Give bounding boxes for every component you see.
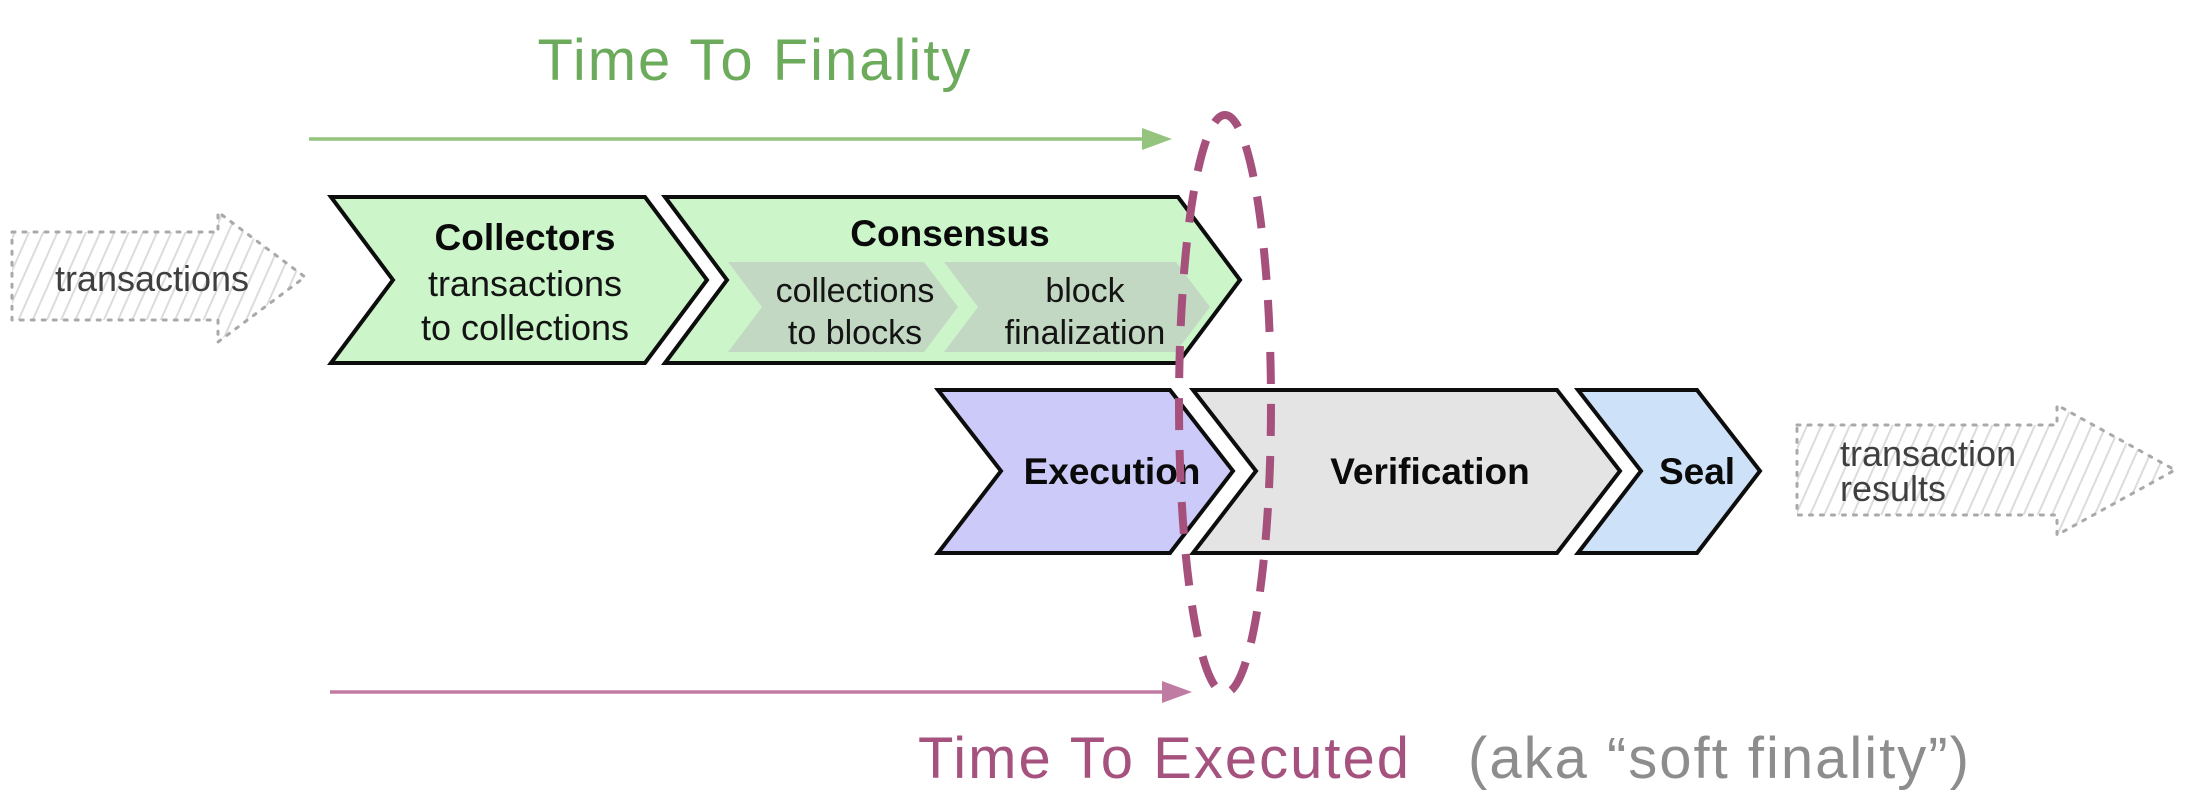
seal-stage: Seal — [1573, 388, 1763, 555]
time-to-finality-arrow — [309, 128, 1172, 150]
consensus-stage: Consensus collections to blocks block fi… — [661, 195, 1243, 365]
verification-title: Verification — [1330, 451, 1529, 492]
time-to-finality-title: Time To Finality — [538, 28, 973, 93]
block-finalization-chevron — [944, 262, 1210, 352]
collections-to-blocks-line1: collections — [776, 272, 935, 310]
green-arrow-head-icon — [1142, 128, 1172, 150]
consensus-title: Consensus — [850, 213, 1049, 254]
collectors-line2: to collections — [421, 307, 629, 348]
sketch-arrow-right-icon — [10, 210, 307, 344]
soft-finality-boundary-ellipse — [1175, 111, 1275, 697]
collectors-line1: transactions — [428, 263, 622, 304]
transaction-results-line2: results — [1840, 468, 1946, 509]
time-to-executed-arrow — [330, 681, 1192, 703]
consensus-substep-block-finalization: block finalization — [944, 262, 1210, 352]
execution-stage: Execution — [933, 388, 1236, 555]
collections-to-blocks-line2: to blocks — [788, 314, 922, 352]
seal-chevron — [1573, 388, 1763, 555]
transaction-results-line1: transaction — [1840, 433, 2016, 474]
time-to-executed-title: Time To Executed — [918, 726, 1411, 791]
verification-chevron — [1188, 388, 1623, 555]
collections-to-blocks-chevron — [728, 262, 958, 352]
time-to-executed-note: (aka “soft finality”) — [1468, 726, 1971, 791]
block-finalization-line1: block — [1045, 272, 1125, 310]
transactions-input-arrow: transactions — [10, 210, 307, 344]
verification-stage: Verification — [1188, 388, 1623, 555]
collectors-chevron — [327, 195, 710, 365]
transaction-results-output-arrow: transaction results — [1795, 403, 2177, 537]
execution-title: Execution — [1024, 451, 1201, 492]
seal-title: Seal — [1659, 451, 1735, 492]
transactions-input-label: transactions — [55, 258, 249, 299]
consensus-substep-collections-to-blocks: collections to blocks — [728, 262, 958, 352]
collectors-title: Collectors — [435, 217, 616, 258]
block-finalization-line2: finalization — [1005, 314, 1166, 352]
execution-chevron — [933, 388, 1236, 555]
pink-arrow-head-icon — [1162, 681, 1192, 703]
sketch-arrow-right-icon — [1795, 403, 2177, 537]
collectors-stage: Collectors transactions to collections — [327, 195, 710, 365]
